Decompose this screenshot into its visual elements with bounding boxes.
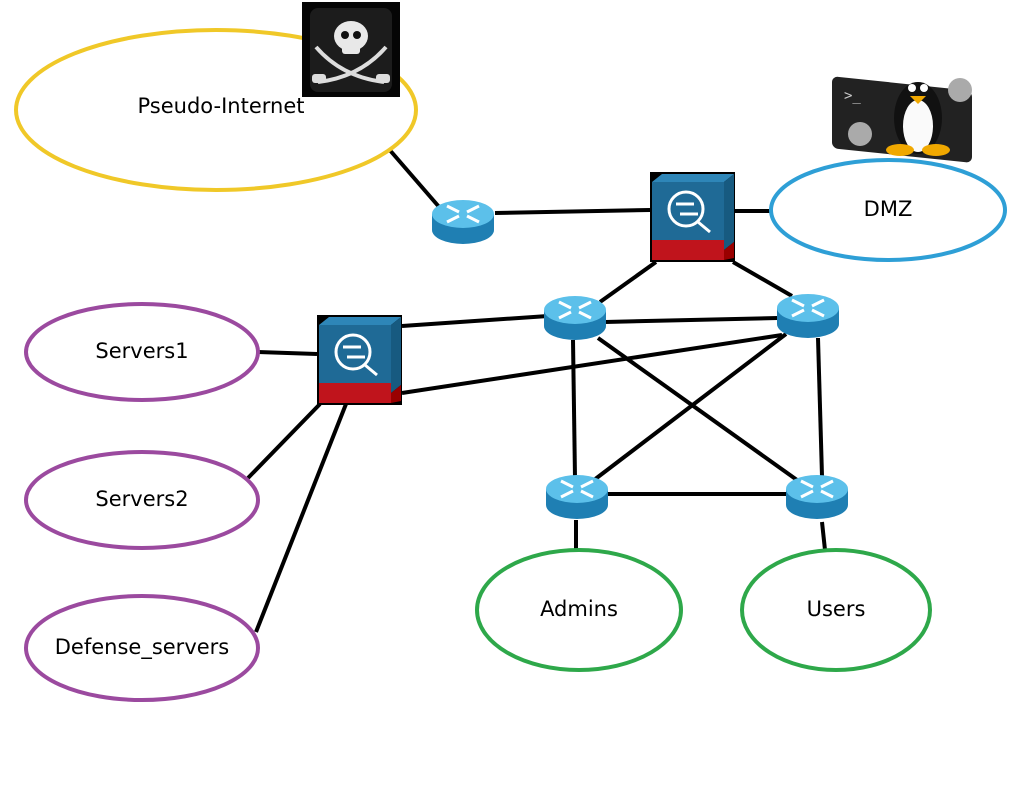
network-label: Admins [540, 597, 618, 621]
network-label: Servers2 [95, 487, 188, 511]
network-label: Defense_servers [55, 635, 230, 660]
link-internet-r0 [386, 146, 442, 210]
network-dmz[interactable]: DMZ [769, 158, 1007, 262]
router-icon[interactable] [786, 475, 848, 519]
network-label: Users [807, 597, 866, 621]
router-icon[interactable] [432, 200, 494, 244]
network-servers1[interactable]: Servers1 [24, 302, 260, 402]
svg-text:>_: >_ [844, 88, 861, 104]
network-ellipse [475, 548, 683, 672]
network-ellipse [769, 158, 1007, 262]
network-label: DMZ [864, 197, 913, 221]
router-icon[interactable] [546, 475, 608, 519]
network-label: Servers1 [95, 339, 188, 363]
router-icon[interactable] [777, 294, 839, 338]
firewall-icon[interactable] [317, 315, 402, 405]
links [246, 146, 827, 633]
network-defense[interactable]: Defense_servers [24, 594, 260, 702]
network-ellipse [740, 548, 932, 672]
pirate-flag-icon [302, 2, 400, 97]
router-icon[interactable] [544, 296, 606, 340]
network-ellipse [24, 302, 260, 402]
link-fw2-r2 [401, 333, 783, 395]
link-r2-r3 [592, 332, 788, 482]
link-fw1-r1 [598, 260, 658, 304]
network-users[interactable]: Users [740, 548, 932, 672]
link-r1-r3 [571, 339, 577, 479]
link-servers1-fw2 [257, 350, 318, 356]
network-ellipse [24, 594, 260, 702]
link-defense-fw2 [254, 403, 348, 633]
link-r4-users [820, 521, 827, 551]
link-fw2-r1 [401, 314, 549, 328]
link-servers2-fw2 [246, 402, 322, 480]
network-label: Pseudo-Internet [138, 94, 305, 118]
linux-tux-icon: >_ [832, 76, 972, 163]
network-admins[interactable]: Admins [475, 548, 683, 672]
link-r1-r4 [596, 336, 799, 482]
devices [317, 172, 848, 519]
link-fw1-r2 [732, 260, 793, 298]
network-ellipse [24, 450, 260, 550]
link-r2-r4 [816, 337, 824, 477]
firewall-icon[interactable] [650, 172, 735, 262]
link-r1-r2 [604, 316, 779, 324]
network-servers2[interactable]: Servers2 [24, 450, 260, 550]
link-r0-fw1 [494, 208, 651, 215]
